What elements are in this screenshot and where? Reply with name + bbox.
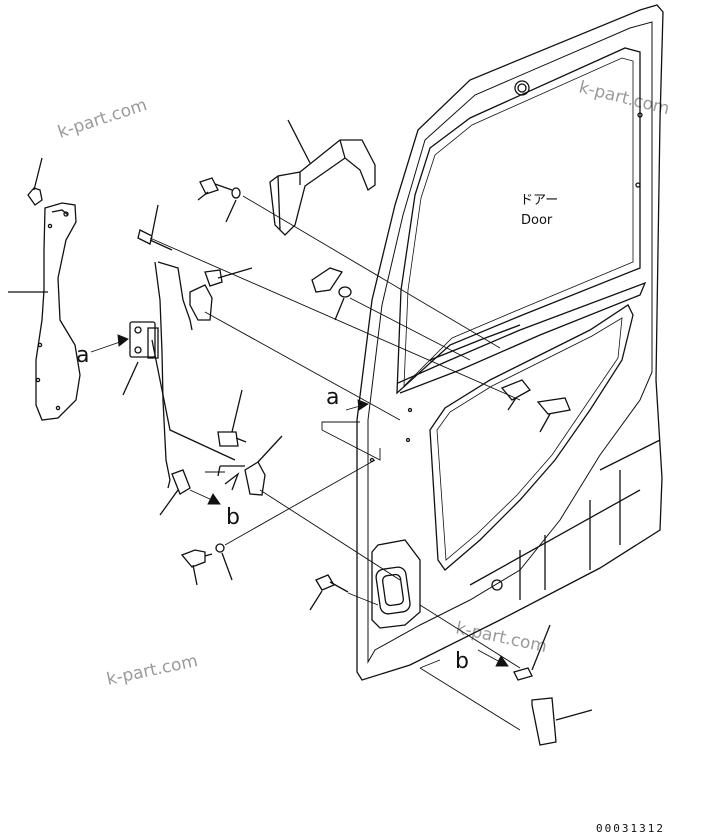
door-panel [356, 4, 664, 681]
grab-handle [269, 119, 376, 236]
door-label-jp: ドアー [520, 193, 558, 208]
trim-cover [8, 157, 81, 421]
callout-a-door: a [326, 385, 339, 410]
callout-b-door: b [455, 649, 469, 674]
fasteners [180, 177, 593, 746]
callout-a-left: a [76, 343, 89, 368]
lock-assembly [122, 204, 283, 516]
drawing-number: 00031312 [596, 822, 665, 835]
watermark-top-right: k-part.com [577, 77, 672, 119]
door-label-en: Door [521, 213, 553, 228]
leader-lines [90, 195, 521, 731]
callout-b-left: b [226, 505, 240, 530]
watermark-bottom-left: k-part.com [105, 651, 200, 690]
watermark-top-left: k-part.com [55, 95, 149, 143]
